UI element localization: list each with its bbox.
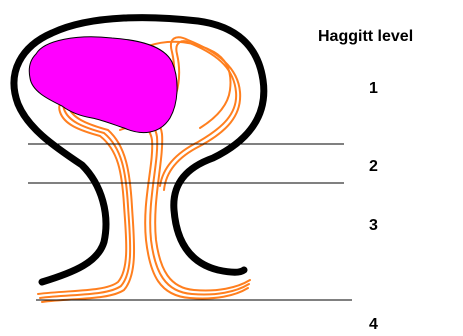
tumor-region bbox=[29, 37, 177, 133]
diagram-title: Haggitt level bbox=[318, 28, 413, 46]
level-label-1: 1 bbox=[369, 80, 378, 98]
level-label-4: 4 bbox=[369, 316, 378, 334]
level-label-3: 3 bbox=[369, 217, 378, 235]
level-label-2: 2 bbox=[369, 158, 378, 176]
